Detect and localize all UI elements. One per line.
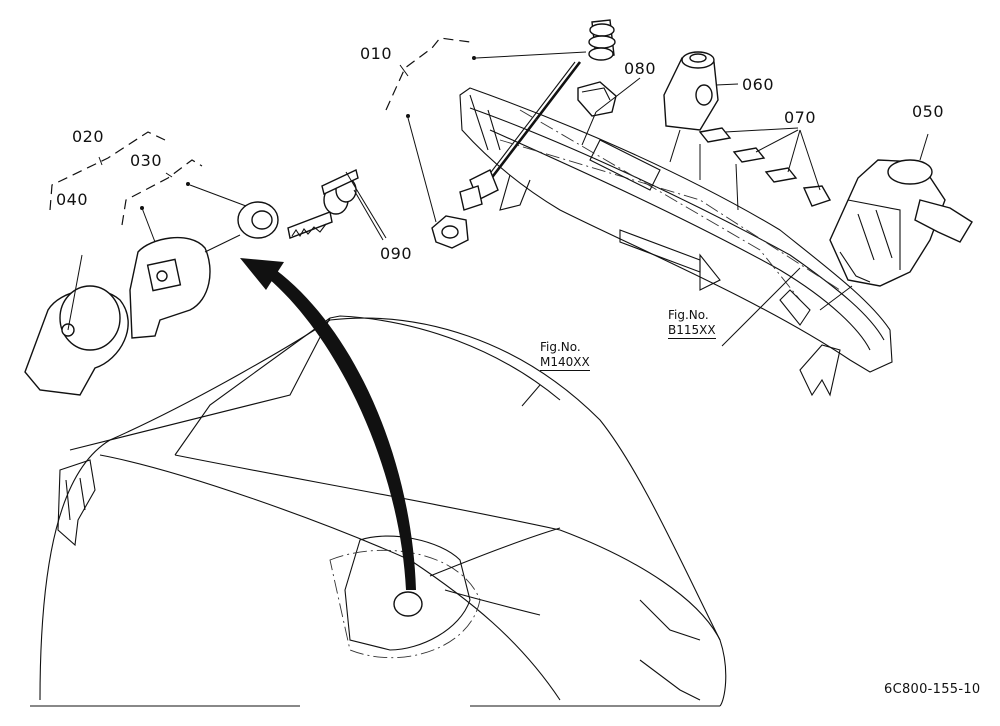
bracket-010 xyxy=(385,37,471,111)
part-label-090: 090 xyxy=(380,244,413,263)
bracket-020 xyxy=(49,131,166,211)
part-label-060: 060 xyxy=(742,75,775,94)
part-090-keys xyxy=(287,169,387,241)
dashboard-panel-illustration xyxy=(459,87,893,397)
figure-ref-b115-prefix: Fig.No. xyxy=(668,308,709,322)
part-label-020: 020 xyxy=(72,127,105,146)
figure-ref-m140: Fig.No. M140XX xyxy=(540,340,590,371)
leader-b115 xyxy=(721,267,801,347)
part-080 xyxy=(577,77,641,146)
figure-ref-b115-code: B115XX xyxy=(668,323,716,339)
part-label-030: 030 xyxy=(130,151,163,170)
figure-ref-m140-code: M140XX xyxy=(540,355,590,371)
part-040-cap xyxy=(24,254,129,396)
assembly-direction-arrow xyxy=(240,258,416,590)
part-030-cover xyxy=(129,206,241,339)
part-050-ignition-switch xyxy=(819,133,973,311)
figure-ref-b115: Fig.No. B115XX xyxy=(668,308,716,339)
hood-body-illustration xyxy=(30,315,727,707)
part-060-switch xyxy=(663,51,739,163)
part-ring xyxy=(186,182,279,239)
part-label-070: 070 xyxy=(784,108,817,127)
part-label-080: 080 xyxy=(624,59,657,78)
part-label-010: 010 xyxy=(360,44,393,63)
bracket-030 xyxy=(121,159,203,226)
figure-ref-m140-prefix: Fig.No. xyxy=(540,340,581,354)
part-070-tabs xyxy=(698,127,832,211)
drawing-number: 6C800-155-10 xyxy=(884,682,981,697)
leader-m140 xyxy=(521,384,541,407)
part-nut xyxy=(406,114,469,249)
part-010-rod xyxy=(459,19,616,211)
part-label-050: 050 xyxy=(912,102,945,121)
part-label-040: 040 xyxy=(56,190,89,209)
